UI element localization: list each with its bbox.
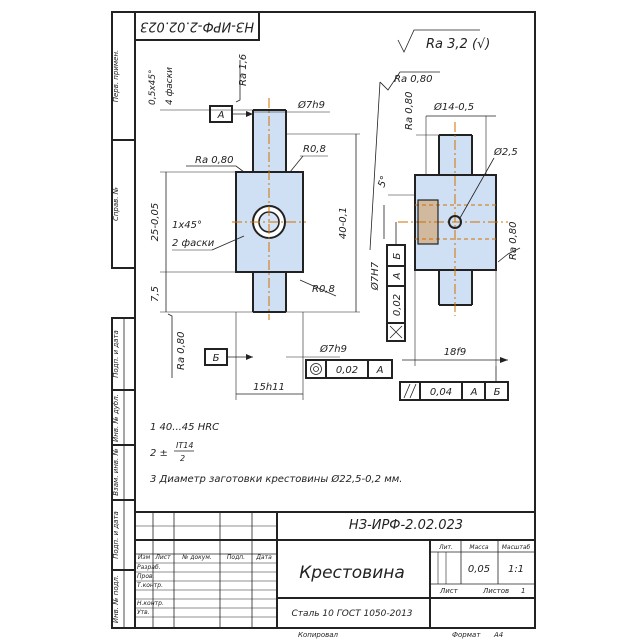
part-name: Крестовина <box>299 563 405 583</box>
general-roughness-mark: Ra 3,2 (√) <box>397 29 490 53</box>
par-a: А <box>470 387 478 398</box>
sheet-label: Лист <box>439 587 459 595</box>
margin-label-replaced-inv: Взам. инв. № <box>112 448 120 496</box>
sheet-frame <box>134 11 536 629</box>
dia-7h9-top: Ø7h9 <box>297 99 325 111</box>
general-roughness-text: Ra 3,2 (√) <box>426 37 490 52</box>
mass-label: Масса <box>469 544 488 551</box>
note-3: 3 Диаметр заготовки крестовины Ø22,5-0,2… <box>150 473 402 485</box>
dim-25: 25-0,05 <box>150 203 161 242</box>
section-hatch <box>417 199 439 245</box>
ra080-left: Ra 0,80 <box>195 155 234 166</box>
par-b: Б <box>494 387 501 398</box>
role-approved: Утв. <box>137 609 150 616</box>
frame-b: Б <box>392 252 403 259</box>
ra080-side-right: Ra 0,80 <box>508 221 519 260</box>
angle-5: 5° <box>376 175 390 189</box>
datum-b-label: Б <box>213 353 220 364</box>
tol-datum: А <box>376 365 384 376</box>
title-designation: НЗ-ИРФ-2.02.023 <box>349 518 463 533</box>
dia-14: Ø14-0,5 <box>433 101 474 113</box>
scale-value: 1:1 <box>508 564 524 575</box>
role-developer: Разраб. <box>137 564 161 571</box>
lit-label: Лит. <box>438 544 453 551</box>
r08-top: R0,8 <box>303 144 326 155</box>
dim-15h11: 15h11 <box>253 382 285 393</box>
col-header-change: Изм <box>138 554 151 561</box>
ra16-label: Ra 1,6 <box>238 54 249 86</box>
role-norm-control: Н.контр. <box>137 600 164 607</box>
note-2-numerator: IT14 <box>176 441 193 450</box>
note-2-prefix: 2 ± <box>150 448 168 459</box>
ra080-leader: Ra 0,80 <box>404 91 415 130</box>
dim-18f9: 18f9 <box>444 347 467 358</box>
r08-bottom: R0,8 <box>312 284 335 295</box>
title-block: Изм Лист № докум. Подп. Дата Разраб. Про… <box>134 511 536 629</box>
margin-label-first-use: Перв. примен. <box>112 50 120 103</box>
side-view: Ra 0,80 Ra 0,80 Ø14-0,5 Ø2,5 5° Ra 0,80 … <box>369 71 521 401</box>
chamfers-4-label: 4 фаски <box>165 67 175 105</box>
margin-label-sign-date-2: Подп. и дата <box>112 511 120 559</box>
sheets-value: 1 <box>521 587 525 595</box>
chamfer-045-label: 0,5x45° <box>148 69 158 105</box>
mass-value: 0,05 <box>468 564 490 575</box>
datum-a-label: А <box>217 110 225 121</box>
dim-75: 7,5 <box>150 286 161 302</box>
note-2-denominator: 2 <box>180 454 185 463</box>
front-view: 0,5x45° 4 фаски Ra 1,6 А Ø7h9 25-0,05 7,… <box>148 54 393 400</box>
role-tech-control: Т.контр. <box>137 582 163 589</box>
chamfer-1x45: 1x45° <box>172 220 202 231</box>
frame-val: 0,02 <box>392 294 403 316</box>
margin-label-orig-inv: Инв. № подл. <box>112 575 120 623</box>
margin-label-sign-date-1: Подп. и дата <box>112 330 120 378</box>
note-1: 1 40...45 HRC <box>150 422 219 433</box>
col-header-sign: Подп. <box>227 554 245 561</box>
tolerance-frame-side: Б А 0,02 <box>386 244 406 342</box>
tol-value: 0,02 <box>336 365 358 376</box>
margin-label-dup-inv: Инв. № дубл. <box>112 394 120 442</box>
col-header-doc: № докум. <box>181 554 212 561</box>
frame-a: А <box>392 272 403 280</box>
rotated-drawing-number: НЗ-ИРФ-2.02.023 <box>140 19 254 34</box>
footer-format-value: А4 <box>493 631 503 639</box>
col-header-date: Дата <box>255 554 272 561</box>
chamfers-2: 2 фаски <box>172 238 215 249</box>
footer-copied: Копировал <box>298 631 339 639</box>
par-value: 0,04 <box>430 387 452 398</box>
tolerance-frame-coaxiality: 0,02 А <box>305 359 393 379</box>
dia-7h9-bottom: Ø7h9 <box>319 343 347 355</box>
sheets-label: Листов <box>482 587 509 595</box>
footer-format-label: Формат <box>452 631 481 639</box>
dia-7h7: Ø7H7 <box>369 261 381 291</box>
margin-label-reference: Справ. № <box>112 187 120 221</box>
dia-25: Ø2,5 <box>493 146 518 158</box>
ra080-bottom: Ra 0,80 <box>176 331 187 370</box>
dim-40: 40-0,1 <box>338 207 349 239</box>
col-header-sheet: Лист <box>154 554 171 561</box>
scale-label: Масштаб <box>502 544 531 551</box>
material: Сталь 10 ГОСТ 1050-2013 <box>291 609 412 619</box>
ra080-side-top: Ra 0,80 <box>394 74 433 85</box>
role-checker: Пров. <box>137 573 155 580</box>
tolerance-frame-parallel: 0,04 А Б <box>399 381 509 401</box>
left-margin-strip: Перв. примен. Справ. № Подп. и дата Инв.… <box>111 11 136 629</box>
technical-notes: 1 40...45 HRC 2 ± IT14 2 3 Диаметр загот… <box>150 422 402 485</box>
